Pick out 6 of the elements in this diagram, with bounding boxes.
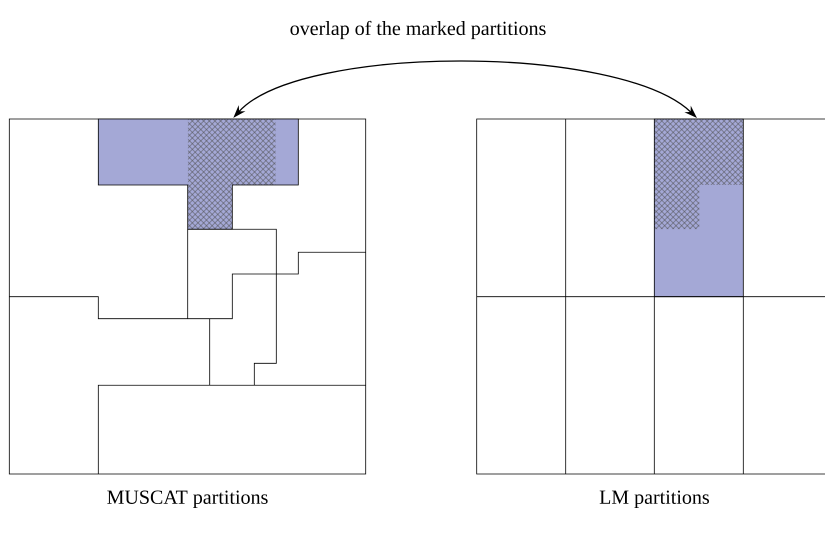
- edge-label: overlap of the marked partitions: [290, 20, 546, 40]
- marked-partition: [654, 118, 744, 298]
- marked-partition: [98, 118, 299, 230]
- partition-grid: LM partitions: [476, 118, 825, 508]
- partition-grid: MUSCAT partitions: [8, 118, 366, 508]
- node-label: MUSCAT partitions: [107, 490, 268, 508]
